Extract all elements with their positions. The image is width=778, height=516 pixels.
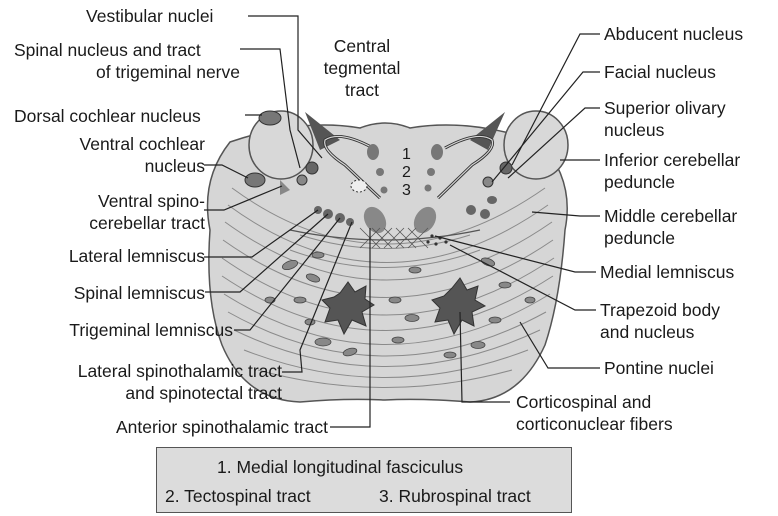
mlf-left (367, 144, 379, 160)
label-central-tegmental-2: tegmental (312, 58, 412, 79)
legend-box: 1. Medial longitudinal fasciculus 2. Tec… (156, 447, 572, 513)
label-trigeminal-lemniscus: Trigeminal lemniscus (0, 320, 233, 341)
label-lateral-lemniscus: Lateral lemniscus (0, 246, 205, 267)
label-facial-nucleus: Facial nucleus (604, 62, 716, 83)
legend-item-3: 3. Rubrospinal tract (379, 486, 531, 507)
label-superior-olivary-1: Superior olivary (604, 98, 726, 119)
abducent-nucleus-right (500, 162, 512, 174)
marker-3: 3 (402, 180, 411, 201)
label-inferior-cerebellar-1: Inferior cerebellar (604, 150, 740, 171)
label-ventral-cochlear-2: nucleus (0, 156, 205, 177)
label-anterior-spinothalamic: Anterior spinothalamic tract (0, 417, 328, 438)
label-spinal-trigeminal-2: of trigeminal nerve (40, 62, 240, 83)
inferior-cerebellar-peduncle-right (504, 111, 568, 179)
label-corticospinal-2: corticonuclear fibers (516, 414, 673, 435)
abducent-nucleus-left (306, 162, 318, 174)
label-middle-cerebellar-2: peduncle (604, 228, 675, 249)
facial-nucleus-right (483, 177, 493, 187)
label-vestibular-nuclei: Vestibular nuclei (86, 6, 213, 27)
label-inferior-cerebellar-2: peduncle (604, 172, 675, 193)
label-central-tegmental-3: tract (312, 80, 412, 101)
ventral-cochlear-nucleus (245, 173, 265, 187)
label-pontine-nuclei: Pontine nuclei (604, 358, 714, 379)
label-dorsal-cochlear: Dorsal cochlear nucleus (14, 106, 201, 127)
central-tegmental-tract (351, 180, 367, 192)
label-middle-cerebellar-1: Middle cerebellar (604, 206, 737, 227)
label-central-tegmental-1: Central (312, 36, 412, 57)
label-abducent-nucleus: Abducent nucleus (604, 24, 743, 45)
label-ventral-cochlear-1: Ventral cochlear (0, 134, 205, 155)
label-spinal-trigeminal-1: Spinal nucleus and tract (14, 40, 201, 61)
mlf-right (431, 144, 443, 160)
facial-nucleus-left (297, 175, 307, 185)
dorsal-cochlear-nucleus (259, 111, 281, 125)
legend-item-2: 2. Tectospinal tract (165, 486, 311, 507)
label-superior-olivary-2: nucleus (604, 120, 664, 141)
legend-item-1: 1. Medial longitudinal fasciculus (217, 457, 463, 478)
inferior-cerebellar-peduncle-left (249, 111, 313, 179)
label-ventral-spino-1: Ventral spino- (0, 191, 205, 212)
label-ventral-spino-2: cerebellar tract (0, 213, 205, 234)
label-medial-lemniscus: Medial lemniscus (600, 262, 734, 283)
label-spinal-lemniscus: Spinal lemniscus (0, 283, 205, 304)
label-lateral-spinothalamic-1: Lateral spinothalamic tract (0, 361, 282, 382)
label-corticospinal-1: Corticospinal and (516, 392, 651, 413)
label-trapezoid-2: and nucleus (600, 322, 694, 343)
label-trapezoid-1: Trapezoid body (600, 300, 720, 321)
label-lateral-spinothalamic-2: and spinotectal tract (0, 383, 282, 404)
